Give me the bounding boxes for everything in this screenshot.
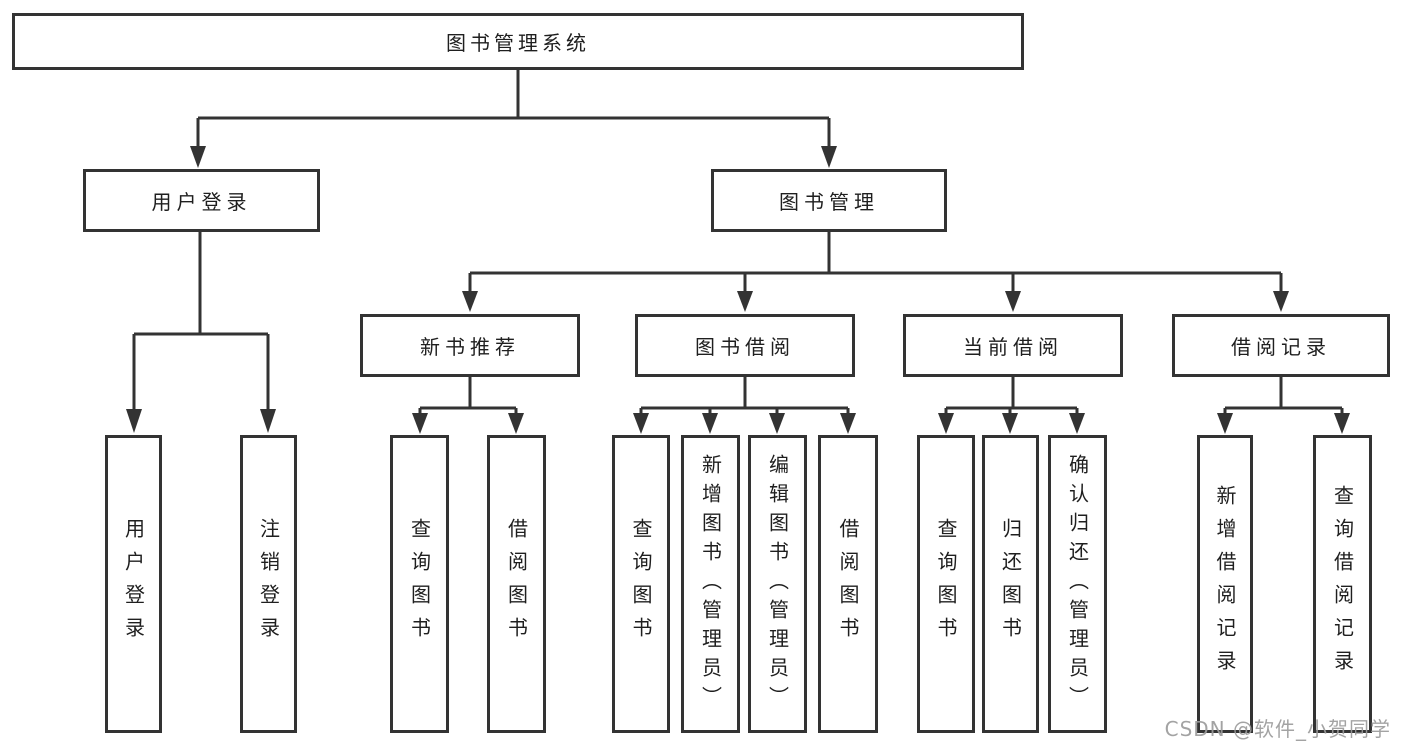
node-return-books-label: 归还图书 xyxy=(998,518,1023,650)
connector-root-to-level2 xyxy=(190,70,837,168)
node-user-login-action: 用户登录 xyxy=(105,435,162,733)
node-book-management: 图书管理 xyxy=(711,169,947,232)
node-current-borrow-label: 当前借阅 xyxy=(963,335,1063,359)
connector-login-to-children xyxy=(126,232,276,433)
node-borrow-borrow-books-label: 借阅图书 xyxy=(836,518,860,650)
connector-records-to-children xyxy=(1217,377,1350,434)
node-confirm-return-admin-label: 确认归还（管理员） xyxy=(1065,453,1090,715)
node-add-borrow-record: 新增借阅记录 xyxy=(1197,435,1253,733)
node-user-login: 用户登录 xyxy=(83,169,320,232)
node-root-label: 图书管理系统 xyxy=(446,31,590,55)
node-borrow-borrow-books: 借阅图书 xyxy=(818,435,878,733)
connector-mgmt-to-level3 xyxy=(462,232,1289,312)
node-borrow-records: 借阅记录 xyxy=(1172,314,1390,377)
node-logout-action: 注销登录 xyxy=(240,435,297,733)
node-recommend-borrow-books: 借阅图书 xyxy=(487,435,546,733)
node-confirm-return-admin: 确认归还（管理员） xyxy=(1048,435,1107,733)
node-recommend-query-books-label: 查询图书 xyxy=(407,518,432,650)
node-borrow-records-label: 借阅记录 xyxy=(1231,335,1331,359)
node-recommend-borrow-books-label: 借阅图书 xyxy=(504,518,529,650)
node-return-books: 归还图书 xyxy=(982,435,1039,733)
node-add-books-admin-label: 新增图书（管理员） xyxy=(698,453,723,715)
connector-borrow-to-children xyxy=(633,377,856,434)
node-new-book-recommend-label: 新书推荐 xyxy=(420,335,520,359)
node-current-query-books-label: 查询图书 xyxy=(934,518,958,650)
node-current-query-books: 查询图书 xyxy=(917,435,975,733)
node-add-books-admin: 新增图书（管理员） xyxy=(681,435,740,733)
node-book-management-label: 图书管理 xyxy=(779,190,879,214)
node-borrow-query-books-label: 查询图书 xyxy=(629,518,653,650)
node-query-borrow-record: 查询借阅记录 xyxy=(1313,435,1372,733)
node-user-login-label: 用户登录 xyxy=(151,190,252,214)
node-query-borrow-record-label: 查询借阅记录 xyxy=(1330,485,1355,683)
node-new-book-recommend: 新书推荐 xyxy=(360,314,580,377)
node-book-borrow-label: 图书借阅 xyxy=(695,335,795,359)
node-edit-books-admin: 编辑图书（管理员） xyxy=(748,435,807,733)
node-current-borrow: 当前借阅 xyxy=(903,314,1123,377)
connector-current-to-children xyxy=(938,377,1085,434)
node-root: 图书管理系统 xyxy=(12,13,1024,70)
watermark: CSDN @软件_小贺同学 xyxy=(1164,717,1391,741)
connector-recommend-to-children xyxy=(412,377,524,434)
node-edit-books-admin-label: 编辑图书（管理员） xyxy=(765,453,790,715)
node-book-borrow: 图书借阅 xyxy=(635,314,855,377)
node-logout-action-label: 注销登录 xyxy=(256,518,281,650)
node-recommend-query-books: 查询图书 xyxy=(390,435,449,733)
node-user-login-action-label: 用户登录 xyxy=(121,518,146,650)
node-borrow-query-books: 查询图书 xyxy=(612,435,670,733)
node-add-borrow-record-label: 新增借阅记录 xyxy=(1213,485,1237,683)
